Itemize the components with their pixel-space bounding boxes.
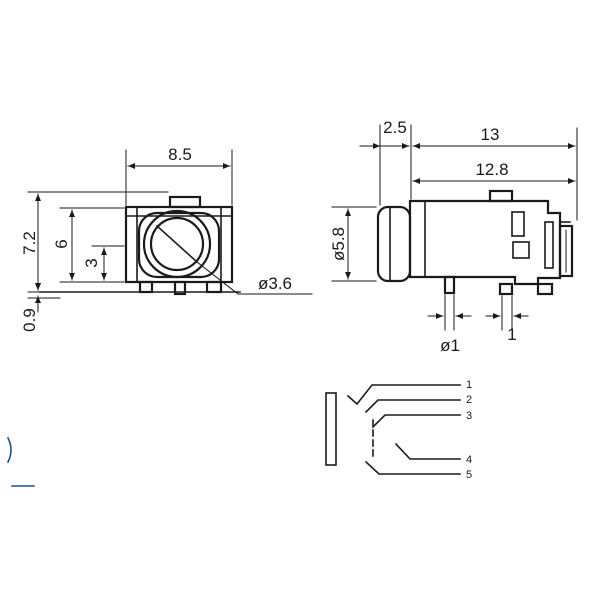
schematic-pin-4-label: 4 <box>466 454 472 466</box>
total-length-label: 13 <box>481 125 500 144</box>
front-bore-inner <box>149 216 205 272</box>
schematic-plug-body <box>325 392 337 466</box>
side-contact-spring <box>544 221 554 269</box>
front-offset-label: 2.5 <box>383 118 407 137</box>
schematic-pin-2-line <box>364 399 461 414</box>
front-bore-outer <box>142 209 212 279</box>
body-length-label: 12.8 <box>475 160 508 179</box>
bore-leader <box>196 261 239 295</box>
schematic-pin-3-label: 3 <box>466 410 472 422</box>
side-leg-front <box>443 275 456 295</box>
side-contact-upper <box>511 211 525 237</box>
side-contact-lower <box>512 241 530 259</box>
front-view: 8.5 7.2 6 3 0.9 ø3.6 <box>20 145 313 332</box>
side-rear-terminal <box>558 224 574 278</box>
height-body-label: 6 <box>52 239 71 248</box>
side-leg-middle <box>498 282 514 296</box>
height-center-label: 3 <box>82 258 101 267</box>
schematic-pin-1-line <box>346 384 461 406</box>
side-top-tab <box>488 189 514 203</box>
schematic-pin-4-line <box>394 442 461 460</box>
schematic-pin-5-line <box>364 460 461 475</box>
front-leg-right <box>205 280 223 294</box>
front-top-tab <box>168 195 202 209</box>
side-nose <box>376 205 412 283</box>
width-label: 8.5 <box>168 145 192 164</box>
schematic-pin-5-label: 5 <box>466 469 472 481</box>
schematic-pin-1-label: 1 <box>466 379 472 391</box>
side-leg-rear <box>536 282 554 296</box>
schematic-pin-2-label: 2 <box>466 394 472 406</box>
pin-schematic: 1 2 3 4 5 <box>325 379 472 481</box>
schematic-pin-3-line <box>371 414 461 429</box>
front-leg-center <box>173 280 187 296</box>
bore-diameter-label: ø3.6 <box>258 274 292 293</box>
front-bore-diameter-line <box>155 224 199 264</box>
front-leg-left <box>138 280 154 294</box>
nose-diameter-label: ø5.8 <box>329 227 348 261</box>
height-total-label: 7.2 <box>20 231 39 255</box>
edge-mark-arc <box>6 436 12 464</box>
side-view: 2.5 13 12.8 ø5.8 ø1 1 <box>329 118 578 355</box>
pin-width-label: 1 <box>507 325 516 344</box>
base-label: 0.9 <box>20 308 39 332</box>
side-body-outline <box>408 199 562 286</box>
pin-diameter-label: ø1 <box>440 336 460 355</box>
